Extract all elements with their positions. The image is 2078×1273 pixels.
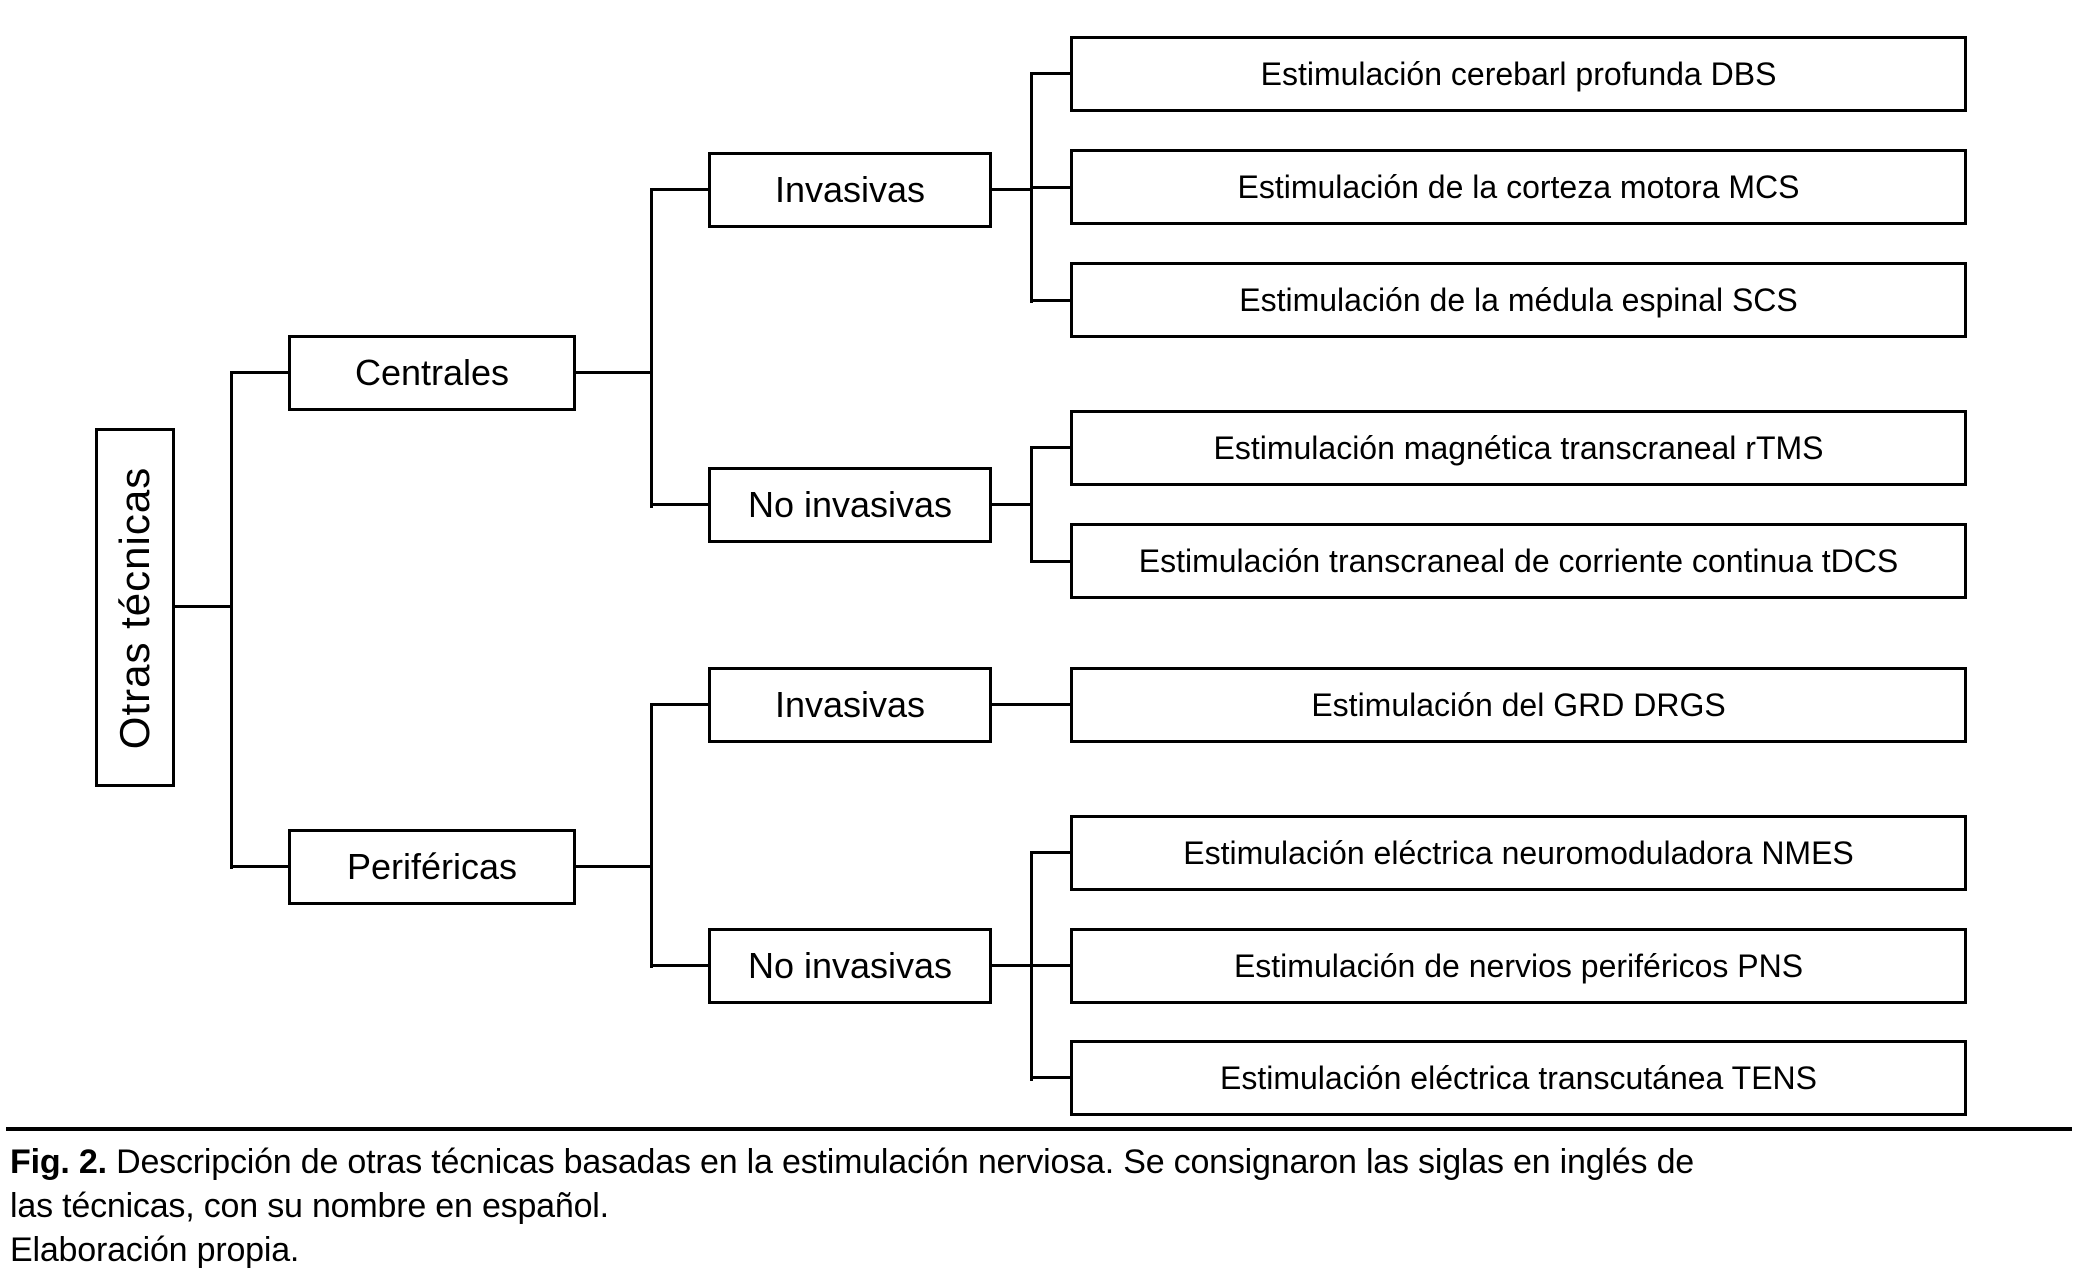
connector-centrales-bracket bbox=[650, 188, 653, 508]
caption-line-3: Elaboración propia. bbox=[10, 1231, 300, 1269]
connector-to-no-invasivas-centrales bbox=[650, 503, 710, 506]
node-dbs-label: Estimulación cerebarl profunda DBS bbox=[1260, 55, 1777, 92]
node-no-invasivas-centrales-label: No invasivas bbox=[747, 484, 953, 525]
caption-line-2: las técnicas, con su nombre en español. bbox=[10, 1187, 609, 1225]
node-tdcs-label: Estimulación transcraneal de corriente c… bbox=[1138, 542, 1899, 579]
node-centrales: Centrales bbox=[288, 335, 576, 411]
connector-to-tdcs bbox=[1030, 560, 1072, 563]
connector-to-mcs bbox=[1030, 186, 1072, 189]
node-rtms: Estimulación magnética transcraneal rTMS bbox=[1070, 410, 1967, 486]
node-drgs: Estimulación del GRD DRGS bbox=[1070, 667, 1967, 743]
node-invasivas-centrales: Invasivas bbox=[708, 152, 992, 228]
node-no-invasivas-perifericas-label: No invasivas bbox=[747, 945, 953, 986]
node-no-invasivas-perifericas: No invasivas bbox=[708, 928, 992, 1004]
connector-root-out bbox=[172, 605, 233, 608]
connector-root-bracket bbox=[230, 371, 233, 869]
node-perifericas-label: Periféricas bbox=[346, 846, 518, 887]
connector-to-scs bbox=[1030, 299, 1072, 302]
connector-to-centrales bbox=[230, 371, 290, 374]
node-rtms-label: Estimulación magnética transcraneal rTMS bbox=[1213, 429, 1824, 466]
connector-to-perifericas bbox=[230, 865, 290, 868]
connector-to-drgs bbox=[990, 703, 1072, 706]
node-perifericas: Periféricas bbox=[288, 829, 576, 905]
caption-divider bbox=[6, 1127, 2072, 1131]
connector-invasivas-centrales-out bbox=[990, 188, 1033, 191]
node-scs: Estimulación de la médula espinal SCS bbox=[1070, 262, 1967, 338]
connector-perifericas-out bbox=[574, 865, 653, 868]
node-no-invasivas-centrales: No invasivas bbox=[708, 467, 992, 543]
node-centrales-label: Centrales bbox=[354, 352, 510, 393]
node-invasivas-perifericas-label: Invasivas bbox=[774, 684, 926, 725]
connector-no-invasivas-centrales-out bbox=[990, 503, 1033, 506]
figure-caption: Fig. 2. Descripción de otras técnicas ba… bbox=[10, 1140, 2068, 1272]
connector-to-no-invasivas-perifericas bbox=[650, 964, 710, 967]
connector-to-tens bbox=[1030, 1076, 1072, 1079]
connector-to-invasivas-centrales bbox=[650, 188, 710, 191]
node-mcs-label: Estimulación de la corteza motora MCS bbox=[1237, 168, 1800, 205]
figure-label: Fig. 2. bbox=[10, 1143, 107, 1181]
node-scs-label: Estimulación de la médula espinal SCS bbox=[1239, 281, 1798, 318]
node-mcs: Estimulación de la corteza motora MCS bbox=[1070, 149, 1967, 225]
connector-centrales-out bbox=[574, 371, 653, 374]
connector-to-dbs bbox=[1030, 72, 1072, 75]
connector-to-invasivas-perifericas bbox=[650, 703, 710, 706]
node-tens-label: Estimulación eléctrica transcutánea TENS bbox=[1219, 1059, 1817, 1096]
caption-line-1: Fig. 2. Descripción de otras técnicas ba… bbox=[10, 1140, 2068, 1184]
node-invasivas-centrales-label: Invasivas bbox=[774, 169, 926, 210]
node-otras-tecnicas-label: Otras técnicas bbox=[111, 466, 158, 749]
connector-to-nmes bbox=[1030, 851, 1072, 854]
node-tdcs: Estimulación transcraneal de corriente c… bbox=[1070, 523, 1967, 599]
node-pns-label: Estimulación de nervios periféricos PNS bbox=[1233, 947, 1804, 984]
caption-line-1-text: Descripción de otras técnicas basadas en… bbox=[106, 1143, 1694, 1181]
node-pns: Estimulación de nervios periféricos PNS bbox=[1070, 928, 1967, 1004]
connector-no-invasivas-centrales-bracket bbox=[1030, 446, 1033, 563]
node-tens: Estimulación eléctrica transcutánea TENS bbox=[1070, 1040, 1967, 1116]
connector-to-pns bbox=[1030, 964, 1072, 967]
node-otras-tecnicas: Otras técnicas bbox=[95, 428, 175, 787]
connector-no-invasivas-perifericas-out bbox=[990, 964, 1033, 967]
node-dbs: Estimulación cerebarl profunda DBS bbox=[1070, 36, 1967, 112]
node-nmes: Estimulación eléctrica neuromoduladora N… bbox=[1070, 815, 1967, 891]
node-invasivas-perifericas: Invasivas bbox=[708, 667, 992, 743]
node-drgs-label: Estimulación del GRD DRGS bbox=[1311, 686, 1726, 723]
connector-perifericas-bracket bbox=[650, 703, 653, 968]
node-nmes-label: Estimulación eléctrica neuromoduladora N… bbox=[1183, 834, 1854, 871]
connector-to-rtms bbox=[1030, 446, 1072, 449]
